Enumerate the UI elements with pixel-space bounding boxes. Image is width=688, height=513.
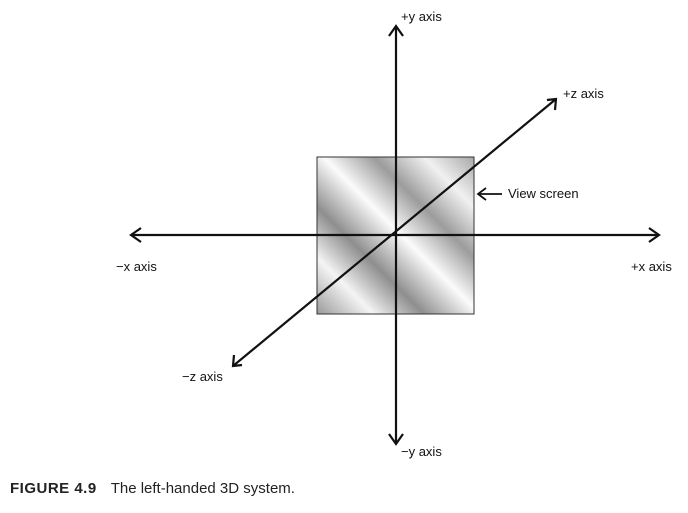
pos-z-axis-label: +z axis — [563, 86, 604, 101]
pos-y-axis-label: +y axis — [401, 9, 442, 24]
pos-x-axis-label: +x axis — [631, 259, 672, 274]
neg-y-axis-label: −y axis — [401, 444, 442, 459]
neg-x-axis-label: −x axis — [116, 259, 157, 274]
figure-caption-text: The left-handed 3D system. — [110, 480, 295, 497]
figure-caption: FIGURE 4.9 The left-handed 3D system. — [10, 480, 295, 497]
view-screen-pointer-arrow — [476, 187, 502, 201]
neg-z-axis-label: −z axis — [182, 369, 223, 384]
y-axis — [388, 24, 404, 446]
figure-number: FIGURE 4.9 — [10, 480, 97, 497]
z-axis — [231, 97, 558, 368]
view-screen-label: View screen — [508, 186, 579, 201]
